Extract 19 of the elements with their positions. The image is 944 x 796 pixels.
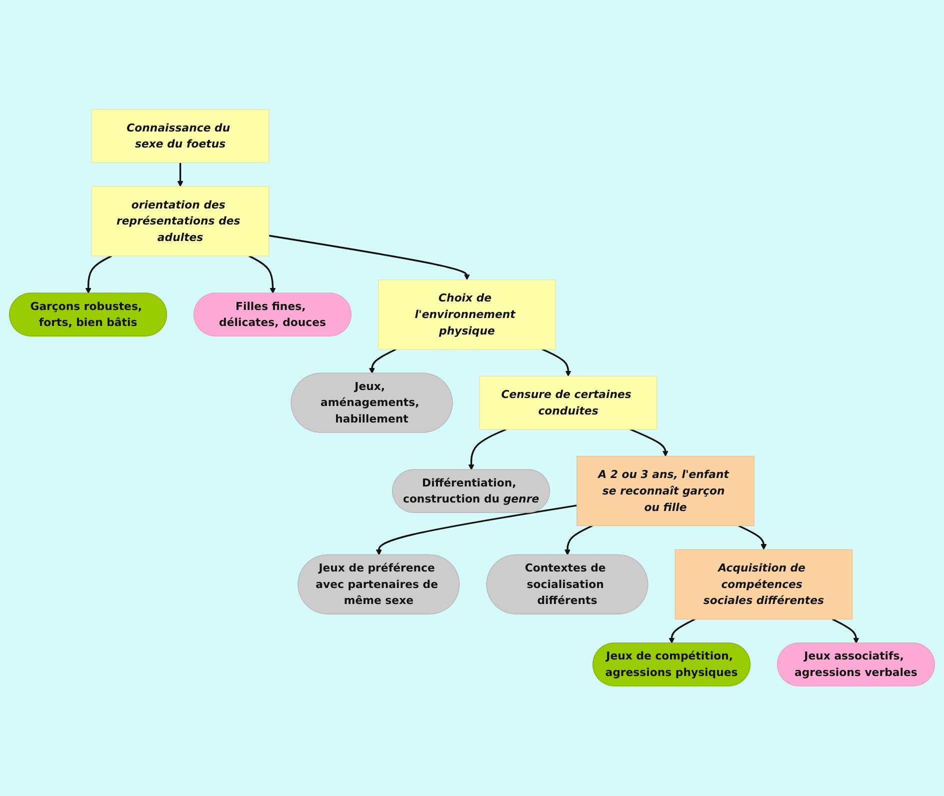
node-box: orientation des représentations des adultes: [91, 186, 270, 257]
node-box: Censure de certaines conduites: [479, 376, 658, 430]
node-box: A 2 ou 3 ans, l'enfant se reconnaît garçon ou fille: [576, 456, 754, 526]
node-box: Connaissance du sexe du foetus: [91, 109, 270, 164]
arrow: [832, 618, 860, 644]
arrow: [668, 618, 696, 644]
arrow: [630, 428, 668, 457]
arrow: [542, 348, 572, 377]
arrow: [738, 525, 767, 550]
arrow: [268, 235, 470, 280]
arrow: [177, 162, 184, 188]
arrow: [85, 256, 112, 294]
arrow: [564, 525, 593, 556]
node-box: Choix de l'environnement physique: [378, 280, 556, 350]
arrow: [376, 504, 578, 556]
arrow: [368, 348, 396, 374]
node-box: Acquisition de compétences sociales différentes: [674, 550, 853, 620]
arrow: [468, 428, 506, 470]
arrow: [248, 256, 276, 294]
